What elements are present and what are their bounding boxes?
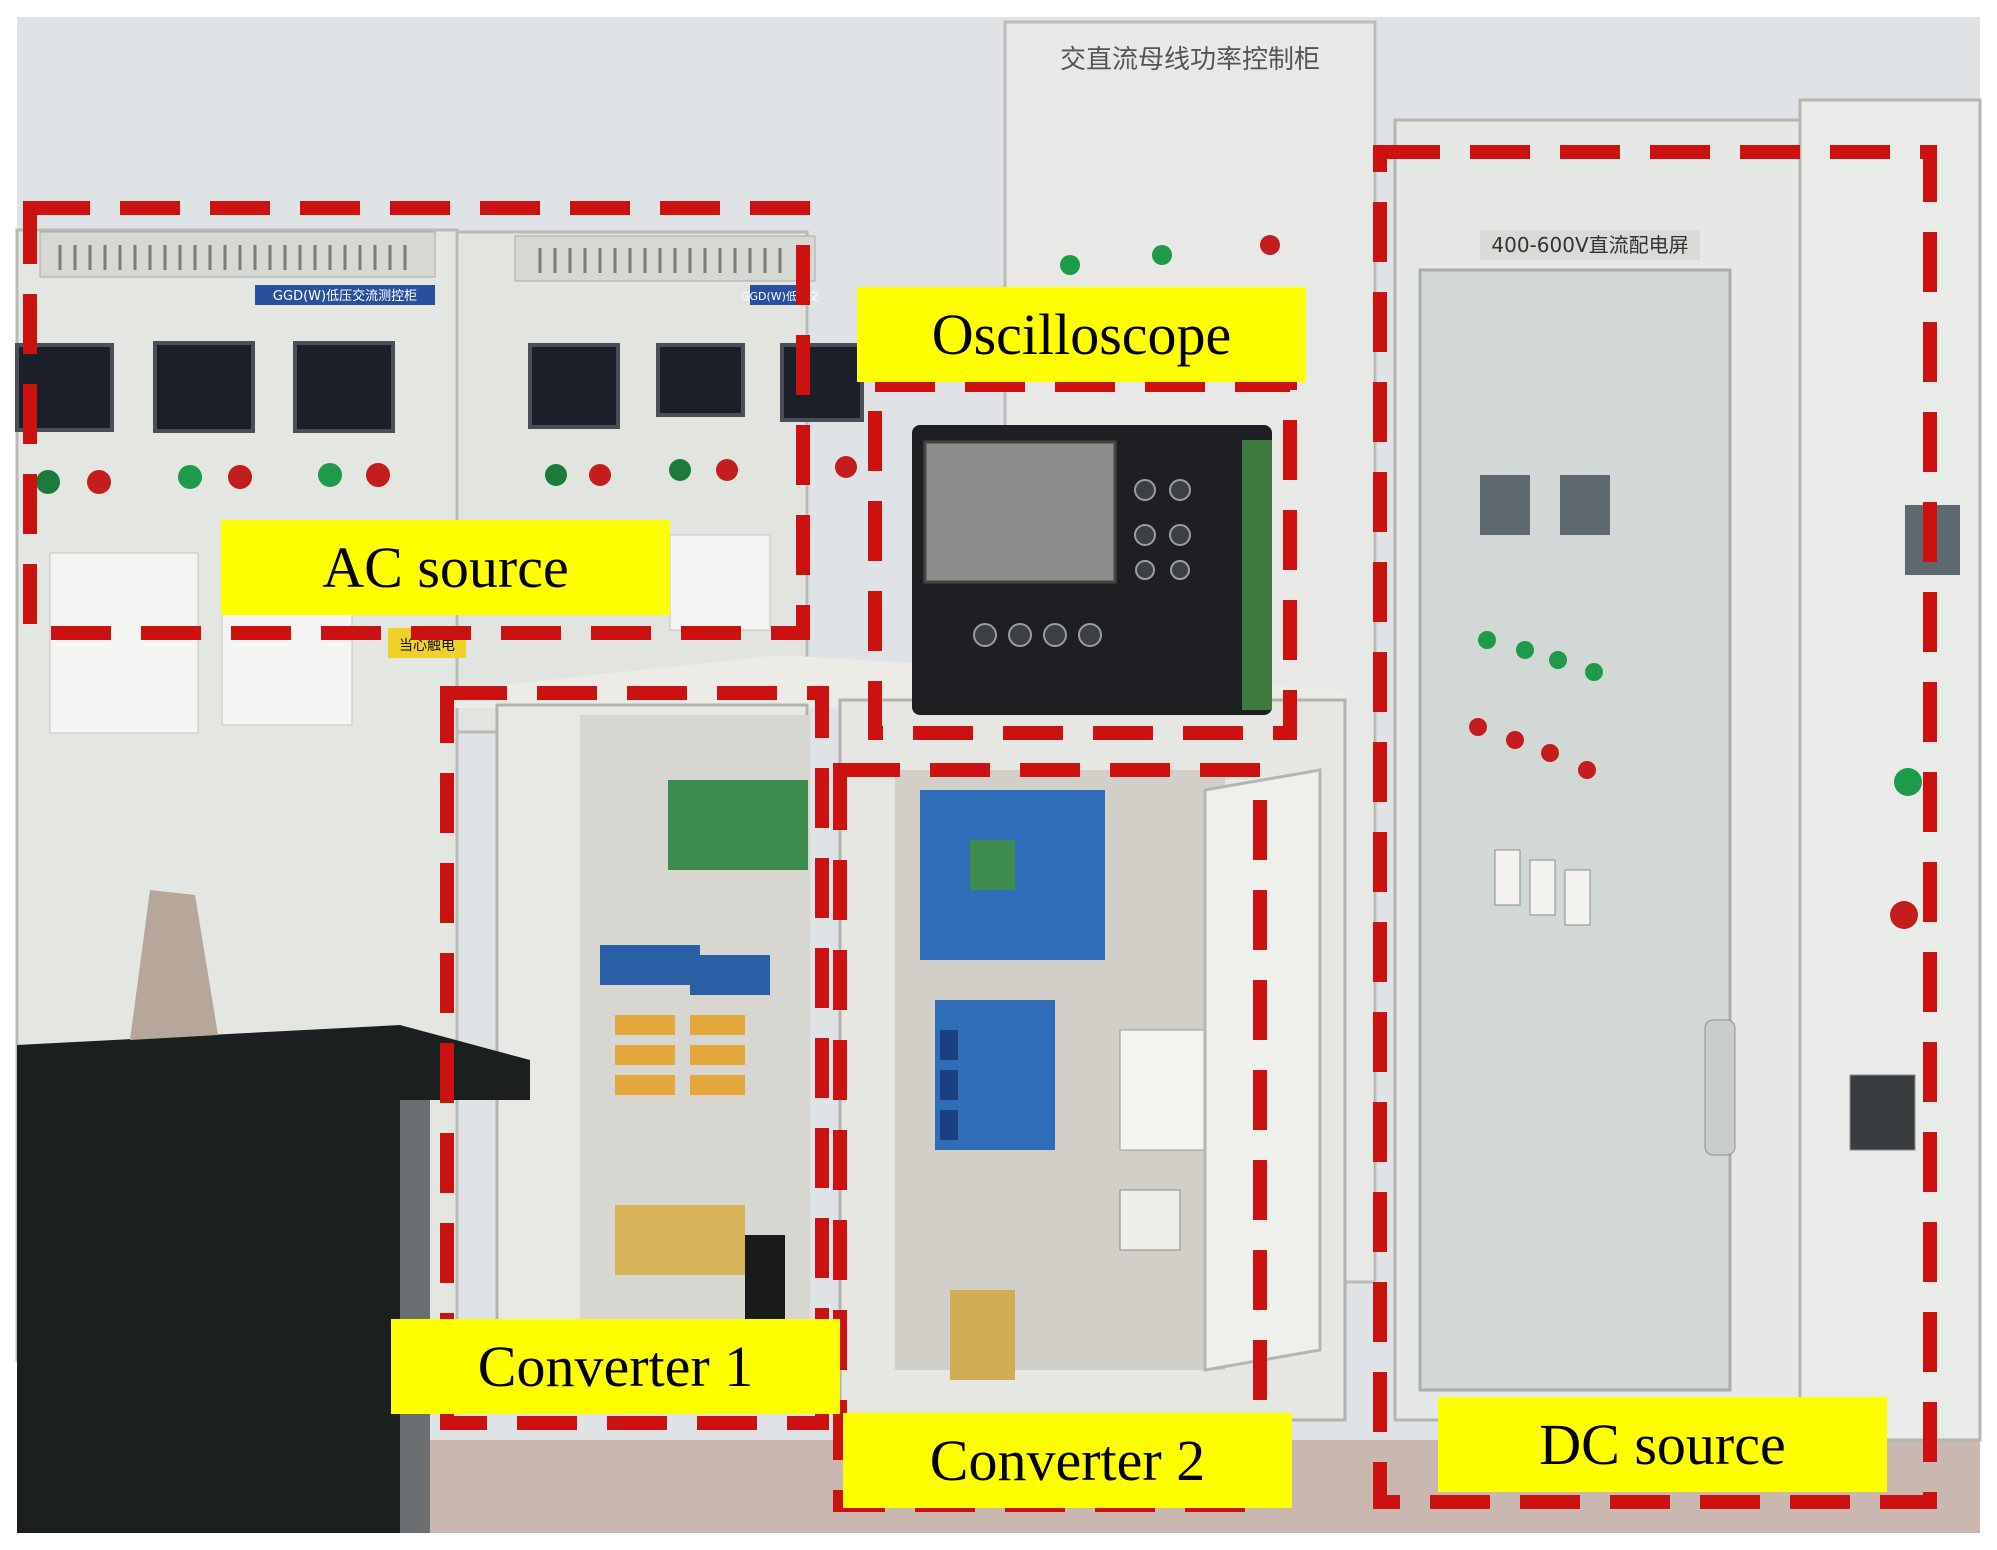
converter-1-box bbox=[440, 686, 829, 1430]
nameplate-ac-1-text: GGD(W)低压交流测控柜 bbox=[273, 288, 417, 304]
workbench-leg bbox=[400, 1100, 430, 1533]
dc-nameplate-text: 400-600V直流配电屏 bbox=[1491, 233, 1688, 257]
dc-source-label: DC source bbox=[1438, 1397, 1887, 1492]
ac-cabinet-right bbox=[455, 230, 809, 734]
top-cabinet-title: 交直流母线功率控制柜 bbox=[1060, 45, 1320, 75]
paper-1 bbox=[49, 552, 199, 734]
converter-1-label: Converter 1 bbox=[391, 1319, 840, 1414]
top-light-1 bbox=[1060, 255, 1080, 275]
dc-door-handle bbox=[1704, 1019, 1736, 1156]
dc-nameplate bbox=[1480, 230, 1700, 260]
indicator-lights bbox=[36, 456, 857, 494]
towel bbox=[130, 890, 218, 1040]
dc-panel-breakers bbox=[1494, 849, 1916, 1151]
ac-source-box bbox=[23, 201, 810, 640]
oscilloscope-label: Oscilloscope bbox=[857, 287, 1306, 382]
top-light-2 bbox=[1152, 245, 1172, 265]
vent-grille-right bbox=[514, 235, 816, 282]
dc-panel-lights bbox=[1469, 631, 1922, 929]
top-light-3 bbox=[1260, 235, 1280, 255]
oscilloscope-knobs bbox=[973, 479, 1191, 647]
oscilloscope-side-panel bbox=[1242, 440, 1272, 710]
warning-sign-text: 当心触电 bbox=[399, 638, 455, 654]
meter-screens bbox=[15, 341, 864, 433]
paper-3 bbox=[669, 534, 771, 631]
dc-source-box bbox=[1373, 145, 1937, 1509]
ac-source-label: AC source bbox=[221, 520, 670, 615]
nameplate-ac-2 bbox=[750, 285, 810, 305]
converter-2-components bbox=[920, 790, 1206, 1380]
converter-2-label: Converter 2 bbox=[843, 1413, 1292, 1508]
dc-cabinet-glass bbox=[1418, 268, 1732, 1392]
dc-cabinet-side bbox=[1798, 98, 1982, 1442]
converter-1-components bbox=[600, 780, 808, 1330]
nameplate-ac-1 bbox=[255, 285, 435, 305]
oscilloscope-box bbox=[868, 378, 1297, 740]
oscilloscope-screen bbox=[923, 440, 1117, 584]
